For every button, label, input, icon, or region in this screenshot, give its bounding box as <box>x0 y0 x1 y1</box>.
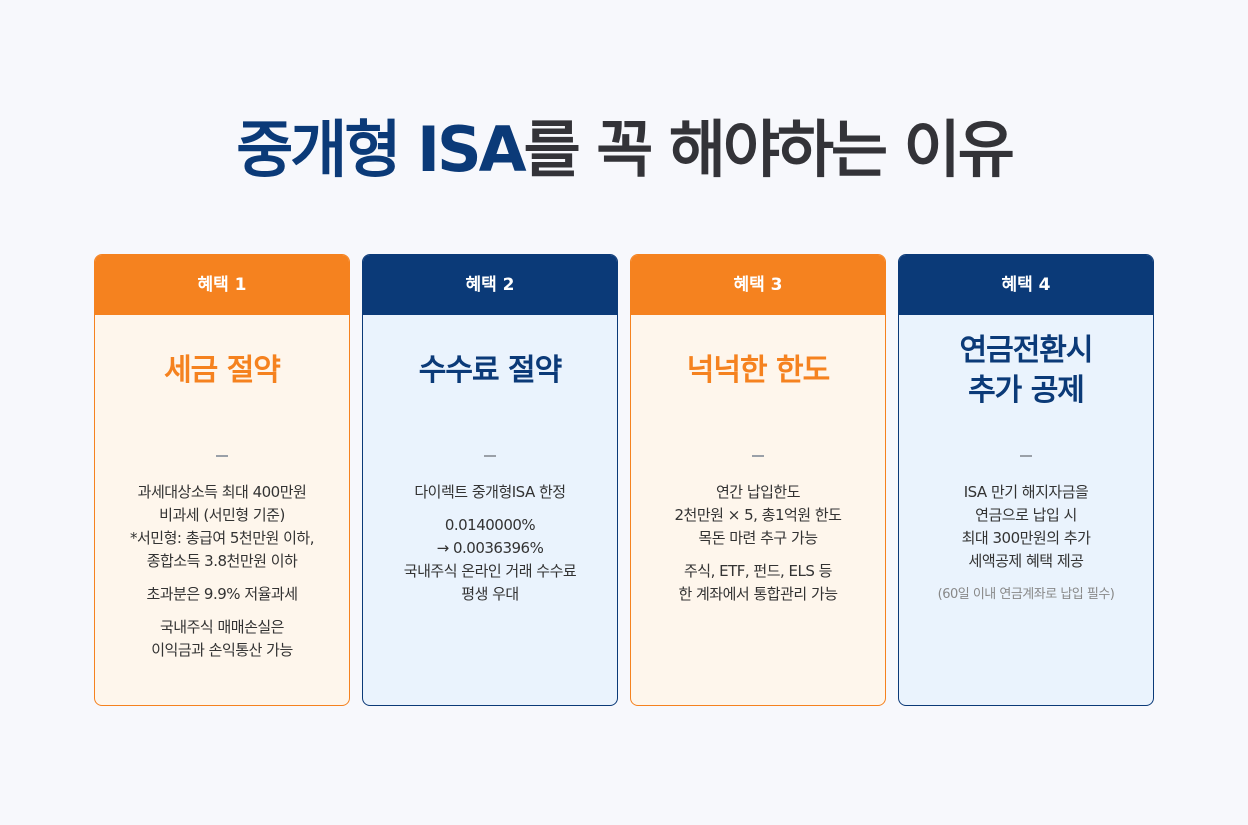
card-text: 주식, ETF, 펀드, ELS 등 한 계좌에서 통합관리 가능 <box>678 562 838 603</box>
divider <box>216 455 228 457</box>
benefit-card-2: 혜택 2 수수료 절약 다이렉트 중개형ISA 한정 0.0140000% → … <box>362 254 618 706</box>
card-title: 세금 절약 <box>164 353 281 388</box>
card-header: 혜택 3 <box>631 255 885 315</box>
card-title: 넉넉한 한도 <box>686 353 830 388</box>
card-note: (60일 이내 연금계좌로 납입 필수) <box>937 587 1115 602</box>
divider <box>752 455 764 457</box>
card-header: 혜택 1 <box>95 255 349 315</box>
card-text: 국내주식 매매손실은 이익금과 손익통산 가능 <box>151 618 293 659</box>
page-title: 중개형 ISA를 꼭 해야하는 이유 <box>0 108 1248 192</box>
divider <box>484 455 496 457</box>
card-header: 혜택 2 <box>363 255 617 315</box>
title-rest: 를 꼭 해야하는 이유 <box>523 113 1015 186</box>
card-text: 0.0140000% → 0.0036396% 국내주식 온라인 거래 수수료 … <box>403 516 577 603</box>
benefit-card-4: 혜택 4 연금전환시 추가 공제 ISA 만기 해지자금을 연금으로 납입 시 … <box>898 254 1154 706</box>
title-highlight: 중개형 ISA <box>236 113 526 186</box>
divider <box>1020 455 1032 457</box>
card-text: 과세대상소득 최대 400만원 비과세 (서민형 기준) *서민형: 총급여 5… <box>130 483 314 570</box>
card-text: 연간 납입한도 2천만원 × 5, 총1억원 한도 목돈 마련 추구 가능 <box>674 483 842 547</box>
benefit-card-1: 혜택 1 세금 절약 과세대상소득 최대 400만원 비과세 (서민형 기준) … <box>94 254 350 706</box>
card-title: 연금전환시 추가 공제 <box>959 333 1094 408</box>
card-text: ISA 만기 해지자금을 연금으로 납입 시 최대 300만원의 추가 세액공제… <box>961 483 1091 570</box>
card-text: 초과분은 9.9% 저율과세 <box>146 585 298 603</box>
card-title: 수수료 절약 <box>418 353 562 388</box>
benefit-card-3: 혜택 3 넉넉한 한도 연간 납입한도 2천만원 × 5, 총1억원 한도 목돈… <box>630 254 886 706</box>
card-text: 다이렉트 중개형ISA 한정 <box>414 483 566 501</box>
card-header: 혜택 4 <box>899 255 1153 315</box>
